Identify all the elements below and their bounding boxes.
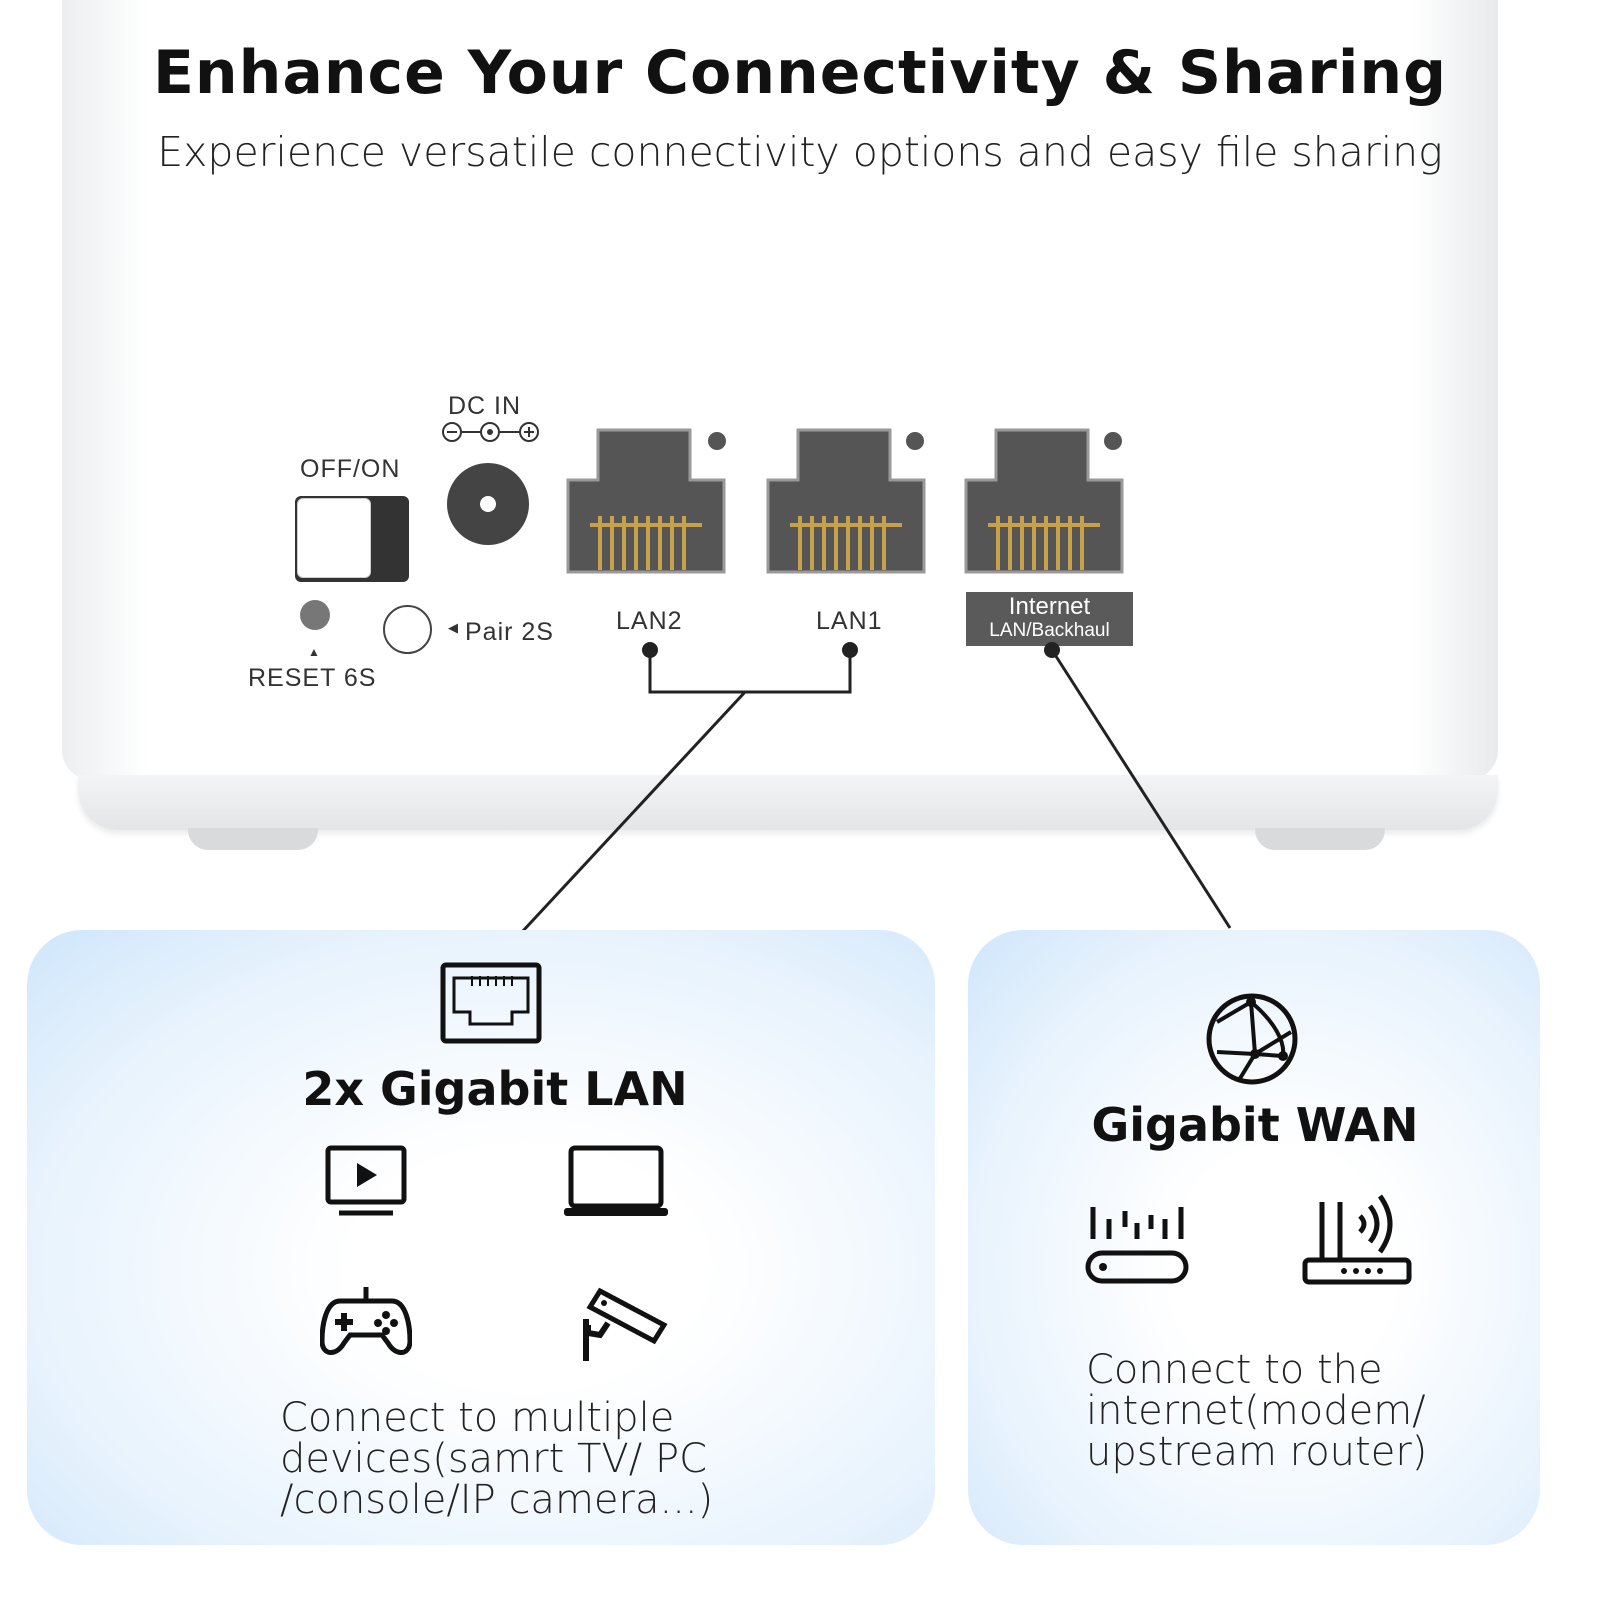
- router-foot: [1255, 828, 1385, 850]
- lan2-label: LAN2: [616, 607, 683, 635]
- router-body: [62, 0, 1498, 780]
- lan-title: 2x Gigabit LAN: [302, 1062, 688, 1116]
- lan-panel: [27, 930, 935, 1545]
- pair-button[interactable]: [383, 605, 432, 654]
- reset-button[interactable]: [300, 600, 330, 630]
- internet-sublabel: LAN/Backhaul: [989, 620, 1110, 641]
- security-camera-icon: [583, 1287, 668, 1361]
- reset-label: RESET 6S: [248, 664, 377, 692]
- page-subtitle: Experience versatile connectivity option…: [157, 128, 1443, 176]
- power-switch[interactable]: [295, 496, 409, 582]
- left-arrow-icon: ◀: [448, 620, 459, 635]
- internet-label: Internet: [1008, 593, 1091, 620]
- polarity-icon: [442, 422, 539, 442]
- ethernet-ports: [566, 428, 1124, 574]
- modem-icon: [1085, 1207, 1189, 1284]
- router-icon: [1302, 1194, 1412, 1285]
- up-arrow-icon: ▲: [308, 645, 321, 659]
- dc-in-label: DC IN: [448, 392, 522, 420]
- lan1-label: LAN1: [816, 607, 883, 635]
- lan-desc-line: devices(samrt TV/ PC: [280, 1436, 708, 1482]
- router-base: [78, 775, 1498, 830]
- router-foot: [188, 828, 318, 850]
- laptop-icon: [564, 1145, 668, 1216]
- power-label: OFF/ON: [300, 455, 401, 483]
- gamepad-icon: [320, 1287, 412, 1355]
- tv-icon: [325, 1145, 407, 1216]
- globe-network-icon: [1206, 993, 1298, 1085]
- wan-desc-line: upstream router): [1086, 1429, 1428, 1475]
- wan-title: Gigabit WAN: [1091, 1098, 1419, 1152]
- wan-desc-line: internet(modem/: [1086, 1388, 1426, 1434]
- page-title: Enhance Your Connectivity & Sharing: [152, 38, 1448, 108]
- callout-lines: [520, 642, 1232, 934]
- lan-desc-line: /console/IP camera...): [280, 1477, 714, 1523]
- wan-desc-line: Connect to the: [1086, 1347, 1383, 1393]
- internet-port-label: Internet LAN/Backhaul: [966, 592, 1133, 646]
- dc-power-jack: [447, 463, 529, 545]
- pair-label: Pair 2S: [465, 618, 554, 646]
- lan-description: Connect to multiple devices(samrt TV/ PC…: [280, 1398, 713, 1521]
- ethernet-port-icon: [440, 962, 542, 1044]
- lan-desc-line: Connect to multiple: [280, 1395, 675, 1441]
- wan-description: Connect to the internet(modem/ upstream …: [1086, 1350, 1427, 1473]
